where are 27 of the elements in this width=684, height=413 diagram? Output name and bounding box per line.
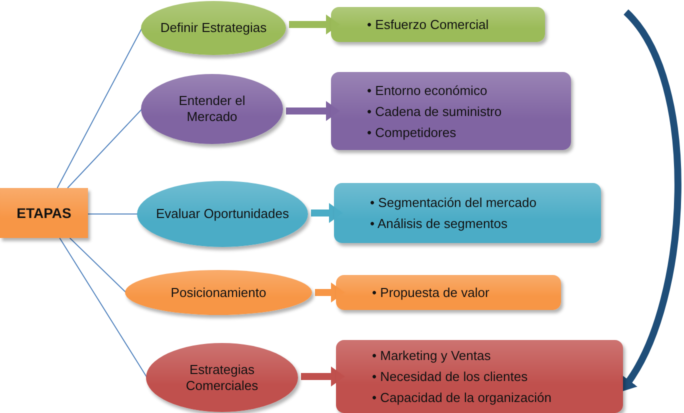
connector-line bbox=[56, 28, 142, 188]
topic-box bbox=[336, 340, 623, 413]
topic-box bbox=[336, 275, 561, 310]
list-item: • Esfuerzo Comercial bbox=[367, 16, 489, 34]
list-item: • Necesidad de los clientes bbox=[372, 368, 529, 386]
header-text: ETAPAS bbox=[16, 205, 72, 221]
topic-box bbox=[331, 72, 571, 150]
stage-text: Entender el Mercado bbox=[178, 93, 246, 125]
stage-text: Posicionamiento bbox=[170, 284, 266, 300]
stage-text: Definir Estrategias bbox=[160, 20, 267, 36]
stage-header-box bbox=[0, 188, 88, 238]
list-item: • Análisis de segmentos bbox=[370, 215, 509, 233]
stage-text: Estrategias Comerciales bbox=[184, 362, 260, 394]
connector-line bbox=[59, 238, 148, 378]
topic-box bbox=[331, 7, 545, 42]
connector-line bbox=[69, 238, 126, 293]
list-item: • Capacidad de la organización bbox=[372, 389, 552, 407]
list-item: • Segmentación del mercado bbox=[370, 194, 536, 212]
list-item: • Propuesta de valor bbox=[372, 284, 490, 302]
list-item: • Cadena de suministro bbox=[367, 102, 502, 120]
block-arrow bbox=[620, 10, 682, 392]
list-item: • Marketing y Ventas bbox=[372, 347, 492, 365]
stage-text: Evaluar Oportunidades bbox=[156, 206, 289, 222]
topic-box bbox=[334, 183, 601, 243]
list-item: • Competidores bbox=[367, 124, 458, 142]
list-item: • Entorno económico bbox=[367, 82, 488, 100]
connector-line bbox=[67, 108, 142, 188]
